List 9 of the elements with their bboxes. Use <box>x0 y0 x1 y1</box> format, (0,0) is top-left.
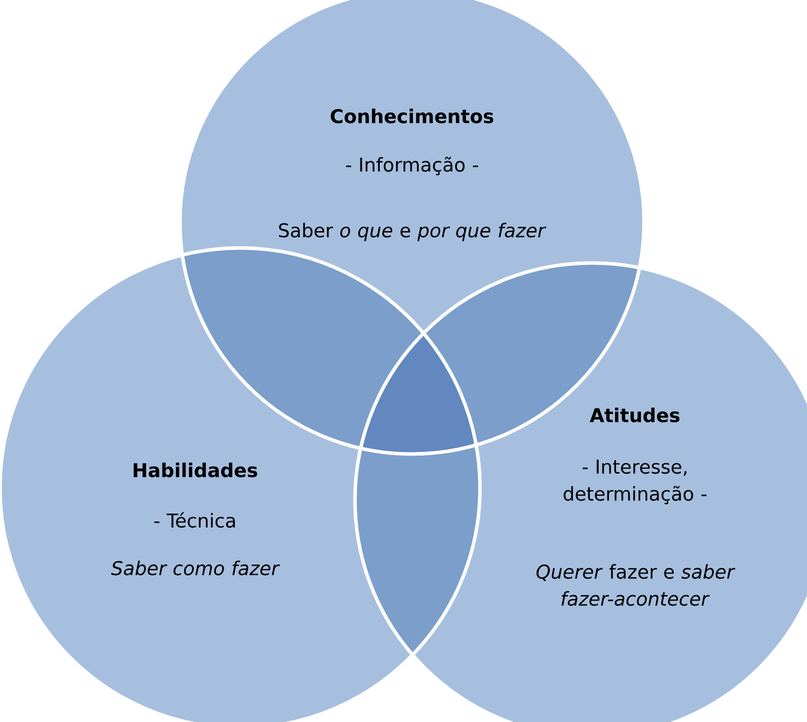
circle-subtitle: - Informação - <box>346 156 478 176</box>
circle-subtitle: - Técnica <box>154 512 235 528</box>
circle-subtitle: - Interesse, determinação - <box>564 460 706 504</box>
circle-title: Conhecimentos <box>330 108 494 124</box>
circle-description: Saber o que e por que fazer <box>279 222 546 242</box>
circle-description: Querer fazer e saber fazer-acontecer <box>536 564 736 606</box>
circle-title: Atitudes <box>590 408 680 422</box>
circle-title: Habilidades <box>134 462 258 478</box>
circle-description: Saber como fazer <box>111 560 280 576</box>
